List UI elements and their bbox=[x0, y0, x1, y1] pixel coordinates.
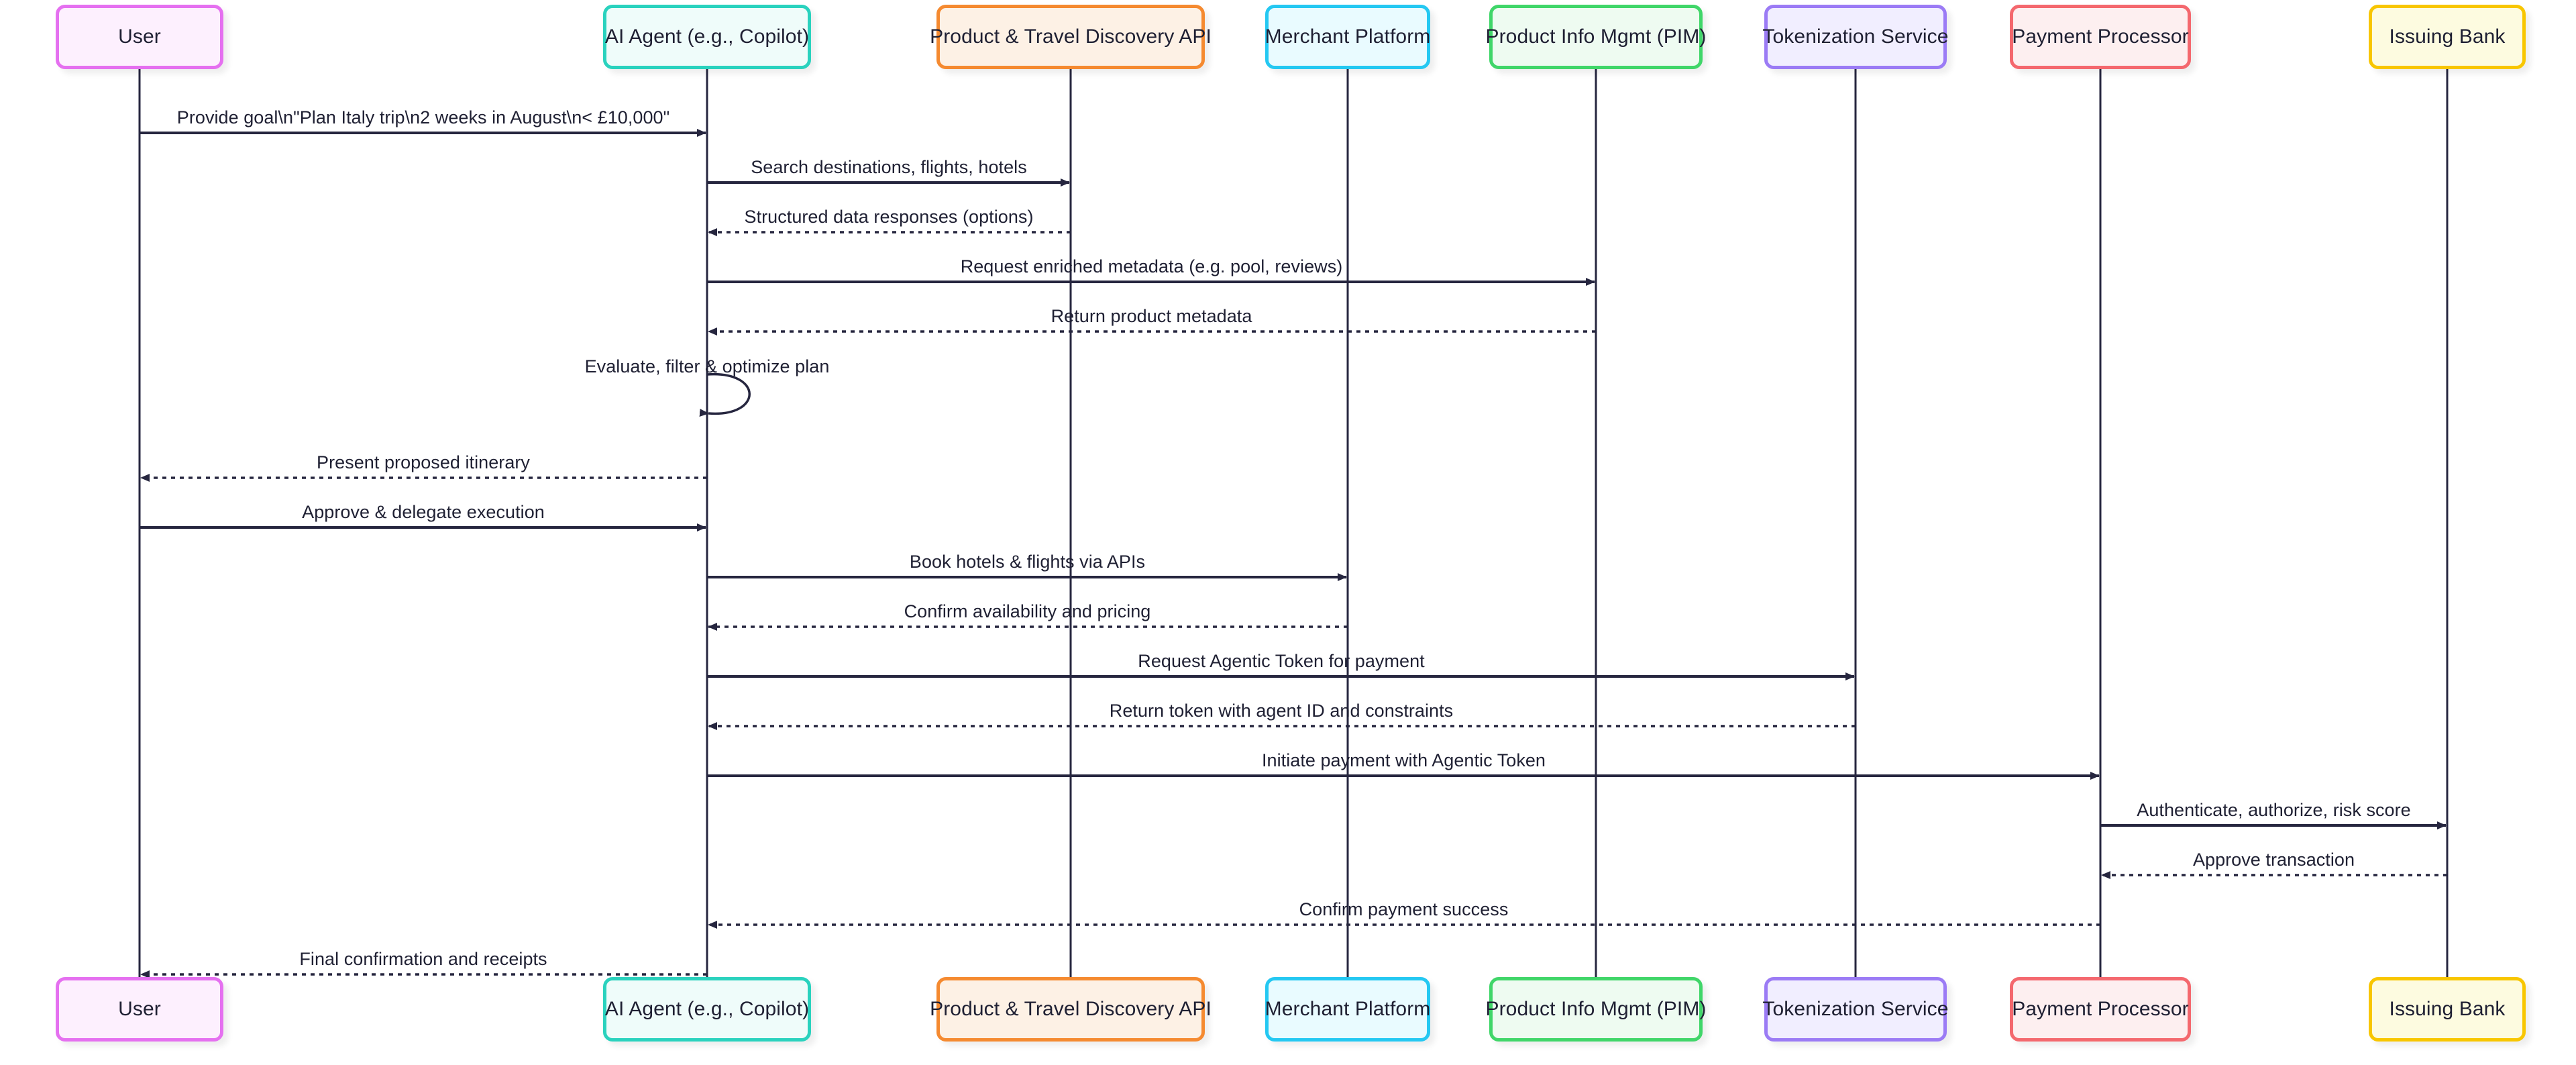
participant-box-processor-top[interactable]: Payment Processor bbox=[2010, 5, 2191, 69]
participant-label-pim: Product Info Mgmt (PIM) bbox=[1485, 997, 1707, 1020]
participant-label-processor: Payment Processor bbox=[2012, 997, 2189, 1020]
participant-box-agent-top[interactable]: AI Agent (e.g., Copilot) bbox=[603, 5, 811, 69]
participant-box-merchant-bottom[interactable]: Merchant Platform bbox=[1265, 977, 1430, 1042]
participant-label-processor: Payment Processor bbox=[2012, 25, 2189, 48]
lifelines-group bbox=[138, 69, 2449, 977]
message-label-m12: Return token with agent ID and constrain… bbox=[1109, 701, 1454, 721]
participant-box-processor-bottom[interactable]: Payment Processor bbox=[2010, 977, 2191, 1042]
participant-box-user-bottom[interactable]: User bbox=[56, 977, 223, 1042]
participant-label-pim: Product Info Mgmt (PIM) bbox=[1485, 25, 1707, 48]
participant-label-discovery: Product & Travel Discovery API bbox=[930, 997, 1212, 1020]
participant-box-bank-top[interactable]: Issuing Bank bbox=[2369, 5, 2526, 69]
participant-label-merchant: Merchant Platform bbox=[1265, 997, 1431, 1020]
message-label-m17: Final confirmation and receipts bbox=[299, 949, 547, 969]
participant-label-agent: AI Agent (e.g., Copilot) bbox=[604, 997, 810, 1020]
message-label-m1: Provide goal\n"Plan Italy trip\n2 weeks … bbox=[176, 107, 670, 128]
participant-box-token-top[interactable]: Tokenization Service bbox=[1762, 5, 1949, 69]
message-label-m16: Confirm payment success bbox=[1299, 899, 1509, 919]
participant-box-discovery-bottom[interactable]: Product & Travel Discovery API bbox=[930, 977, 1212, 1042]
participant-label-user: User bbox=[118, 997, 161, 1020]
message-label-m11: Request Agentic Token for payment bbox=[1138, 651, 1425, 671]
participant-box-agent-bottom[interactable]: AI Agent (e.g., Copilot) bbox=[603, 977, 811, 1042]
participant-box-pim-top[interactable]: Product Info Mgmt (PIM) bbox=[1485, 5, 1706, 69]
message-label-m3: Structured data responses (options) bbox=[744, 207, 1034, 227]
message-label-m9: Book hotels & flights via APIs bbox=[909, 552, 1146, 572]
participant-label-token: Tokenization Service bbox=[1762, 25, 1949, 48]
message-label-m10: Confirm availability and pricing bbox=[904, 601, 1151, 621]
message-label-m13: Initiate payment with Agentic Token bbox=[1261, 750, 1546, 770]
message-label-m7: Present proposed itinerary bbox=[317, 452, 530, 472]
message-label-m8: Approve & delegate execution bbox=[302, 502, 545, 522]
message-label-m14: Authenticate, authorize, risk score bbox=[2137, 800, 2411, 820]
message-label-m6: Evaluate, filter & optimize plan bbox=[584, 356, 830, 376]
participant-label-discovery: Product & Travel Discovery API bbox=[930, 25, 1212, 48]
participant-box-merchant-top[interactable]: Merchant Platform bbox=[1265, 5, 1430, 69]
message-arrow-m6 bbox=[699, 372, 751, 417]
participant-box-bank-bottom[interactable]: Issuing Bank bbox=[2369, 977, 2526, 1042]
participant-label-agent: AI Agent (e.g., Copilot) bbox=[604, 25, 810, 48]
participant-label-merchant: Merchant Platform bbox=[1265, 25, 1431, 48]
message-label-m4: Request enriched metadata (e.g. pool, re… bbox=[960, 256, 1343, 276]
participant-label-user: User bbox=[118, 25, 161, 48]
participant-label-token: Tokenization Service bbox=[1762, 997, 1949, 1020]
message-label-m2: Search destinations, flights, hotels bbox=[751, 157, 1027, 177]
participant-box-user-top[interactable]: User bbox=[56, 5, 223, 69]
participant-box-discovery-top[interactable]: Product & Travel Discovery API bbox=[930, 5, 1212, 69]
message-label-m15: Approve transaction bbox=[2192, 850, 2355, 870]
participant-box-token-bottom[interactable]: Tokenization Service bbox=[1762, 977, 1949, 1042]
participant-label-bank: Issuing Bank bbox=[2389, 997, 2506, 1020]
message-arrows-group bbox=[140, 129, 2447, 978]
message-label-m5: Return product metadata bbox=[1051, 306, 1252, 326]
participant-label-bank: Issuing Bank bbox=[2389, 25, 2506, 48]
participant-box-pim-bottom[interactable]: Product Info Mgmt (PIM) bbox=[1485, 977, 1706, 1042]
